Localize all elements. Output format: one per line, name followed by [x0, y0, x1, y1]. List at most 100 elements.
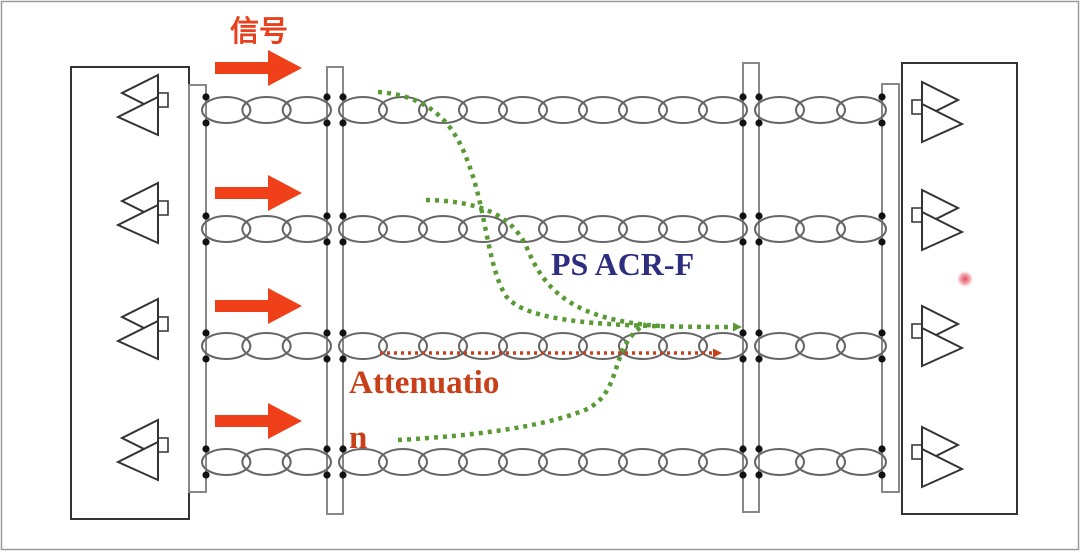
terminal-dot [202, 471, 210, 479]
patch-panel-4 [881, 83, 900, 493]
terminal-dot [339, 471, 347, 479]
triangle-amplifier-icon [911, 425, 965, 489]
terminal-dot [339, 329, 347, 337]
amplifier-triangle [115, 203, 159, 245]
patch-panel-2 [326, 66, 344, 515]
cable-twist [836, 448, 887, 476]
amplifier-lead [158, 316, 169, 332]
cable-twist [578, 215, 628, 243]
cable-twist [836, 215, 887, 243]
triangle-amplifier-icon [911, 80, 965, 144]
cable-twist [498, 332, 548, 360]
cable-twist [698, 448, 748, 476]
signal-arrows [215, 50, 302, 439]
terminal-dot [202, 445, 210, 453]
cable-twist [458, 96, 508, 124]
cable-twist [538, 332, 588, 360]
terminal-dot [739, 212, 747, 220]
cable-twist [281, 332, 333, 360]
terminal-dot [323, 212, 331, 220]
amplifier-lead [158, 200, 169, 216]
terminal-dot [755, 212, 763, 220]
cable-twist [658, 332, 708, 360]
terminal-dot [755, 329, 763, 337]
cable-twist [458, 448, 508, 476]
terminal-dot [878, 238, 886, 246]
right-arrow-icon [215, 403, 302, 439]
cable-twist [241, 448, 292, 476]
amplifier-triangle [115, 440, 159, 482]
cable-twist [241, 332, 292, 360]
cable-twist [458, 215, 508, 243]
cable-twist [458, 332, 508, 360]
right-arrow-icon [215, 175, 302, 211]
cable-twist [836, 96, 887, 124]
terminal-dot [739, 329, 747, 337]
cable-twist [201, 332, 252, 360]
cable-twist [795, 332, 846, 360]
twisted-pair-cables [201, 96, 887, 476]
amplifier-triangle [115, 319, 159, 361]
terminal-dot [323, 471, 331, 479]
twisted-pair-3 [201, 332, 887, 360]
cable-twist [754, 96, 805, 124]
twisted-pair-1 [201, 96, 887, 124]
triangle-amplifier-icon [115, 73, 169, 137]
crosstalk-path-3 [397, 322, 648, 443]
twisted-pair-2 [201, 215, 887, 243]
cable-twist [281, 215, 333, 243]
cable-twist [754, 448, 805, 476]
cable-twist [201, 215, 252, 243]
amplifier-triangle [921, 102, 965, 144]
triangle-amplifier-icon [911, 304, 965, 368]
cable-twist [378, 448, 428, 476]
terminal-dot [739, 119, 747, 127]
terminal-dot [323, 238, 331, 246]
cable-twist [698, 215, 748, 243]
cable-twist [754, 332, 805, 360]
terminal-dot [739, 238, 747, 246]
terminal-dot [339, 445, 347, 453]
triangle-amplifier-icon [115, 297, 169, 361]
terminal-dot [339, 119, 347, 127]
cable-twist [618, 96, 668, 124]
cable-twist [338, 96, 388, 124]
cable-twist [658, 96, 708, 124]
receiver-box [901, 62, 1018, 515]
terminal-dot [202, 119, 210, 127]
cable-twist [795, 215, 846, 243]
amplifier-lead [911, 99, 922, 115]
terminal-dot [755, 119, 763, 127]
terminal-dot [755, 238, 763, 246]
cable-twist [338, 332, 388, 360]
cable-twist [281, 96, 333, 124]
cable-twist [338, 215, 388, 243]
twisted-pair-4 [201, 448, 887, 476]
cable-twist [538, 96, 588, 124]
terminal-dot [755, 355, 763, 363]
cable-twist [418, 332, 468, 360]
receiver-amplifiers [911, 80, 965, 489]
cable-twist [281, 448, 333, 476]
cable-twist [618, 332, 668, 360]
cable-twist [578, 448, 628, 476]
cable-twist [538, 215, 588, 243]
terminal-dots [202, 93, 886, 479]
cable-twist [241, 215, 292, 243]
cable-twist [338, 448, 388, 476]
crosstalk-path-1 [377, 89, 742, 332]
cable-twist [378, 96, 428, 124]
amplifier-lead [911, 444, 922, 460]
terminal-dot [739, 471, 747, 479]
terminal-dot [339, 212, 347, 220]
terminal-dot [739, 445, 747, 453]
cable-twist [538, 448, 588, 476]
cable-twist [618, 215, 668, 243]
terminal-dot [339, 93, 347, 101]
crosstalk-path-2 [425, 197, 661, 329]
terminal-dot [878, 93, 886, 101]
cable-twist [578, 332, 628, 360]
amplifier-triangle [921, 447, 965, 489]
